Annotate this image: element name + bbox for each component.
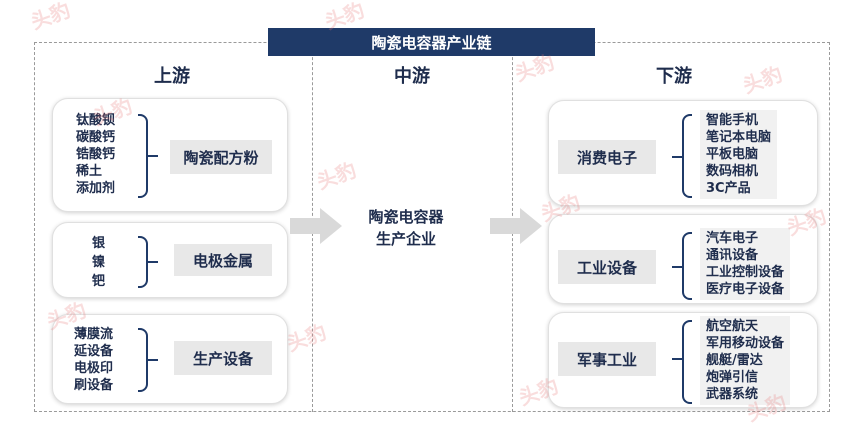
list-item: 医疗电子设备 — [706, 282, 785, 297]
list-item: 笔记本电脑 — [706, 130, 772, 145]
upstream-label-1: 陶瓷配方粉 — [170, 140, 272, 174]
downstream-label-3: 军事工业 — [558, 342, 656, 376]
list-item: 碳酸钙 — [76, 130, 116, 145]
downstream-label-2: 工业设备 — [558, 250, 656, 284]
list-item: 数码相机 — [706, 164, 759, 179]
bracket — [682, 114, 692, 198]
list-item: 平板电脑 — [706, 147, 759, 162]
bracket-tick — [148, 261, 158, 263]
list-item: 稀土 — [76, 164, 103, 179]
upstream-label-3: 生产设备 — [174, 341, 272, 375]
midstream-line: 陶瓷电容器 — [368, 208, 444, 226]
downstream-list-3: 航空航天 军用移动设备 舰艇/雷达 炮弹引信 武器系统 — [700, 316, 791, 405]
list-item: 通讯设备 — [706, 248, 759, 263]
arrow-right-icon — [490, 208, 542, 244]
midstream-text: 陶瓷电容器 生产企业 — [356, 206, 456, 250]
list-item: 智能手机 — [706, 113, 759, 128]
list-item: 延设备 — [74, 344, 114, 359]
watermark: 头豹 — [27, 0, 74, 35]
upstream-label-2: 电极金属 — [174, 244, 272, 276]
list-item: 军用移动设备 — [706, 336, 785, 351]
bracket — [682, 232, 692, 300]
list-item: 锆酸钙 — [76, 147, 116, 162]
column-upstream: 上游 — [154, 66, 190, 87]
list-item: 镍 — [92, 255, 106, 270]
bracket-tick — [672, 156, 682, 158]
column-downstream: 下游 — [656, 66, 692, 87]
list-item: 3C产品 — [706, 181, 751, 196]
upstream-list-1: 钛酸钡 碳酸钙 锆酸钙 稀土 添加剂 — [76, 112, 115, 197]
list-item: 武器系统 — [706, 387, 759, 402]
list-item: 薄膜流 — [74, 327, 114, 342]
bracket — [138, 328, 148, 392]
list-item: 添加剂 — [76, 181, 116, 196]
list-item: 炮弹引信 — [706, 370, 759, 385]
column-midstream: 中游 — [394, 66, 430, 87]
arrow-right-icon — [290, 208, 342, 244]
upstream-list-3: 薄膜流 延设备 电极印 刷设备 — [74, 326, 113, 394]
list-item: 工业控制设备 — [706, 265, 785, 280]
list-item: 舰艇/雷达 — [706, 353, 763, 368]
downstream-list-1: 智能手机 笔记本电脑 平板电脑 数码相机 3C产品 — [700, 110, 778, 199]
midstream-line: 生产企业 — [375, 230, 436, 248]
list-item: 汽车电子 — [706, 231, 759, 246]
list-item: 钯 — [92, 274, 106, 289]
list-item: 钛酸钡 — [76, 113, 116, 128]
bracket-tick — [148, 155, 158, 157]
bracket-tick — [672, 358, 682, 360]
list-item: 电极印 — [74, 361, 114, 376]
diagram-title: 陶瓷电容器产业链 — [268, 28, 595, 56]
upstream-list-2: 银 镍 钯 — [92, 234, 105, 291]
bracket — [682, 320, 692, 404]
downstream-list-2: 汽车电子 通讯设备 工业控制设备 医疗电子设备 — [700, 228, 791, 300]
downstream-label-1: 消费电子 — [558, 140, 656, 174]
bracket-tick — [148, 359, 158, 361]
list-item: 航空航天 — [706, 319, 759, 334]
bracket-tick — [672, 266, 682, 268]
list-item: 刷设备 — [74, 378, 114, 393]
bracket — [138, 114, 148, 198]
list-item: 银 — [92, 236, 106, 251]
bracket — [138, 236, 148, 288]
